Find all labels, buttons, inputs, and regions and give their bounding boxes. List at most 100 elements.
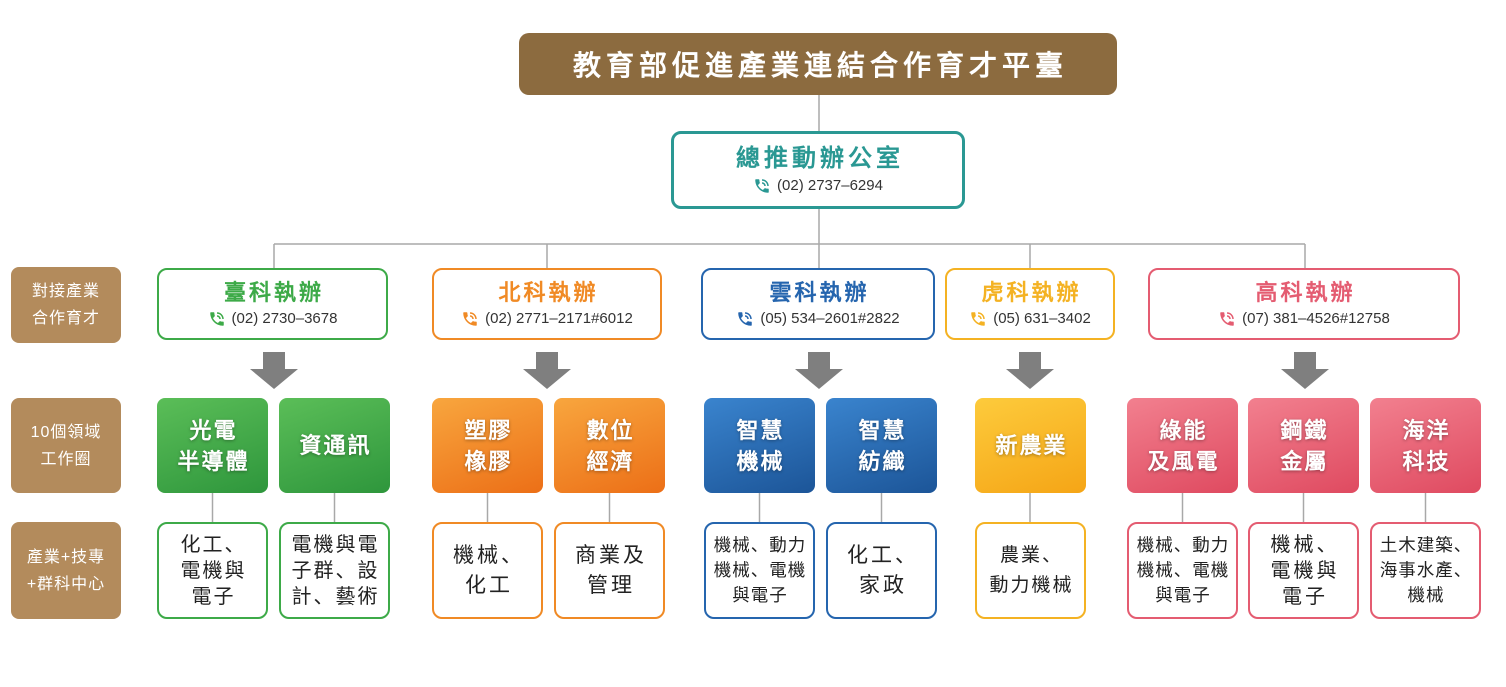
down-arrow-icon xyxy=(250,352,298,389)
partner-box-optoelectronics-semiconductor: 化工、 電機與 電子 xyxy=(157,522,268,619)
field-optoelectronics-semiconductor: 光電 半導體 xyxy=(157,398,268,493)
field-label-line: 智慧 xyxy=(736,417,785,443)
field-label-line: 智慧 xyxy=(858,417,907,443)
row-label-field-circles: 10個領域 工作圈 xyxy=(11,398,121,493)
down-arrow-icon xyxy=(523,352,571,389)
field-digital-economy: 數位 經濟 xyxy=(554,398,665,493)
partner-line: 化工 xyxy=(465,573,513,597)
partner-line: 電子 xyxy=(191,585,236,608)
row-label-line: +群科中心 xyxy=(26,575,106,593)
field-smart-machinery: 智慧 機械 xyxy=(704,398,815,493)
platform-title: 教育部促進產業連結合作育才平臺 xyxy=(572,50,1068,81)
down-arrow-icon xyxy=(1006,352,1054,389)
office-kaohsiung-sci-tech: 高科執辦 (07) 381–4526#12758 xyxy=(1148,268,1460,340)
partner-line: 機械、 xyxy=(453,543,525,567)
partner-line: 家政 xyxy=(859,573,907,597)
partner-line: 商業及 xyxy=(575,543,647,567)
row-label-industry-cooperation: 對接產業 合作育才 xyxy=(11,267,121,343)
partner-line: 農業、 xyxy=(999,544,1063,566)
partner-line: 管理 xyxy=(587,573,635,597)
partner-line: 海事水產、 xyxy=(1379,560,1473,580)
field-smart-textiles: 智慧 紡織 xyxy=(826,398,937,493)
partner-line: 動力機械 xyxy=(989,574,1074,596)
office-phone: (07) 381–4526#12758 xyxy=(1218,309,1390,329)
field-ocean-technology: 海洋 科技 xyxy=(1370,398,1481,493)
platform-title-box: 教育部促進產業連結合作育才平臺 xyxy=(519,33,1117,95)
office-title: 雲科執辦 xyxy=(769,280,870,305)
partner-line: 土木建築、 xyxy=(1379,535,1473,555)
partner-line: 化工、 xyxy=(180,533,247,556)
field-label-line: 數位 xyxy=(586,417,635,443)
field-plastics-rubber: 塑膠 橡膠 xyxy=(432,398,543,493)
phone-number: (05) 534–2601#2822 xyxy=(760,310,900,327)
field-green-energy-wind: 綠能 及風電 xyxy=(1127,398,1238,493)
office-phone: (02) 2771–2171#6012 xyxy=(461,309,633,329)
partner-line: 機械、動力 xyxy=(1136,535,1230,555)
phone-number: (05) 631–3402 xyxy=(993,310,1091,327)
partner-line: 化工、 xyxy=(847,543,919,567)
partner-line: 機械、動力 xyxy=(713,535,807,555)
field-label-line: 經濟 xyxy=(586,448,635,474)
office-phone: (05) 534–2601#2822 xyxy=(736,309,900,329)
field-label-line: 橡膠 xyxy=(464,448,513,474)
partner-box-ict: 電機與電 子群、設 計、藝術 xyxy=(279,522,390,619)
phone-number: (02) 2730–3678 xyxy=(231,310,338,327)
row-label-line: 10個領域 xyxy=(30,423,102,441)
row-label-line: 合作育才 xyxy=(31,310,100,327)
partner-box-plastics-rubber: 機械、 化工 xyxy=(432,522,543,619)
partner-line: 電機與電 xyxy=(291,533,380,556)
partner-line: 與電子 xyxy=(1155,585,1211,605)
partner-line: 機械、電機 xyxy=(713,560,807,580)
phone-icon xyxy=(971,312,985,326)
field-label-line: 紡織 xyxy=(858,448,907,474)
row-label-partner-centers: 產業+技專 +群科中心 xyxy=(11,522,121,619)
row-label-line: 對接產業 xyxy=(31,283,100,300)
partner-box-green-energy-wind: 機械、動力 機械、電機 與電子 xyxy=(1127,522,1238,619)
row-label-line: 工作圈 xyxy=(40,450,92,468)
field-label-line: 塑膠 xyxy=(464,417,513,443)
partner-box-smart-textiles: 化工、 家政 xyxy=(826,522,937,619)
office-phone: (02) 2730–3678 xyxy=(208,309,338,329)
field-label-line: 新農業 xyxy=(995,433,1068,458)
field-label-line: 及風電 xyxy=(1147,448,1220,474)
office-title: 臺科執辦 xyxy=(223,280,324,305)
head-office-phone: (02) 2737–6294 xyxy=(753,176,883,196)
partner-box-steel-metals: 機械、 電機與 電子 xyxy=(1248,522,1359,619)
partner-line: 電機與 xyxy=(1270,559,1340,582)
office-formosa-tech: 虎科執辦 (05) 631–3402 xyxy=(945,268,1115,340)
partner-line: 與電子 xyxy=(732,585,788,605)
office-title: 高科執辦 xyxy=(1255,280,1356,305)
field-label-line: 金屬 xyxy=(1280,448,1329,474)
office-yunlin-tech: 雲科執辦 (05) 534–2601#2822 xyxy=(701,268,935,340)
phone-icon xyxy=(1220,312,1234,326)
phone-icon xyxy=(209,312,224,326)
partner-line: 機械、 xyxy=(1270,533,1340,556)
field-label-line: 海洋 xyxy=(1402,417,1451,443)
down-arrow-icon xyxy=(1281,352,1329,389)
partner-line: 機械、電機 xyxy=(1136,560,1230,580)
partner-line: 電機與 xyxy=(180,559,247,582)
field-steel-metals: 鋼鐵 金屬 xyxy=(1248,398,1359,493)
partner-line: 機械 xyxy=(1407,585,1445,605)
field-label-line: 鋼鐵 xyxy=(1280,417,1329,443)
field-ict: 資通訊 xyxy=(279,398,390,493)
phone-icon xyxy=(738,312,753,326)
row-label-line: 產業+技專 xyxy=(26,548,106,566)
office-title: 虎科執辦 xyxy=(981,280,1082,305)
field-label-line: 資通訊 xyxy=(299,433,372,458)
head-office-box: 總推動辦公室 (02) 2737–6294 xyxy=(671,131,965,209)
field-label-line: 科技 xyxy=(1402,448,1451,474)
office-phone: (05) 631–3402 xyxy=(969,309,1091,329)
phone-icon xyxy=(755,179,769,193)
partner-line: 子群、設 xyxy=(291,559,380,582)
office-taipei-tech: 北科執辦 (02) 2771–2171#6012 xyxy=(432,268,662,340)
phone-number: (07) 381–4526#12758 xyxy=(1242,310,1390,327)
partner-line: 電子 xyxy=(1282,585,1328,608)
partner-box-smart-machinery: 機械、動力 機械、電機 與電子 xyxy=(704,522,815,619)
partner-line: 計、藝術 xyxy=(291,585,380,608)
office-title: 北科執辦 xyxy=(498,280,599,305)
field-label-line: 光電 xyxy=(189,417,238,443)
partner-box-ocean-technology: 土木建築、 海事水產、 機械 xyxy=(1370,522,1481,619)
